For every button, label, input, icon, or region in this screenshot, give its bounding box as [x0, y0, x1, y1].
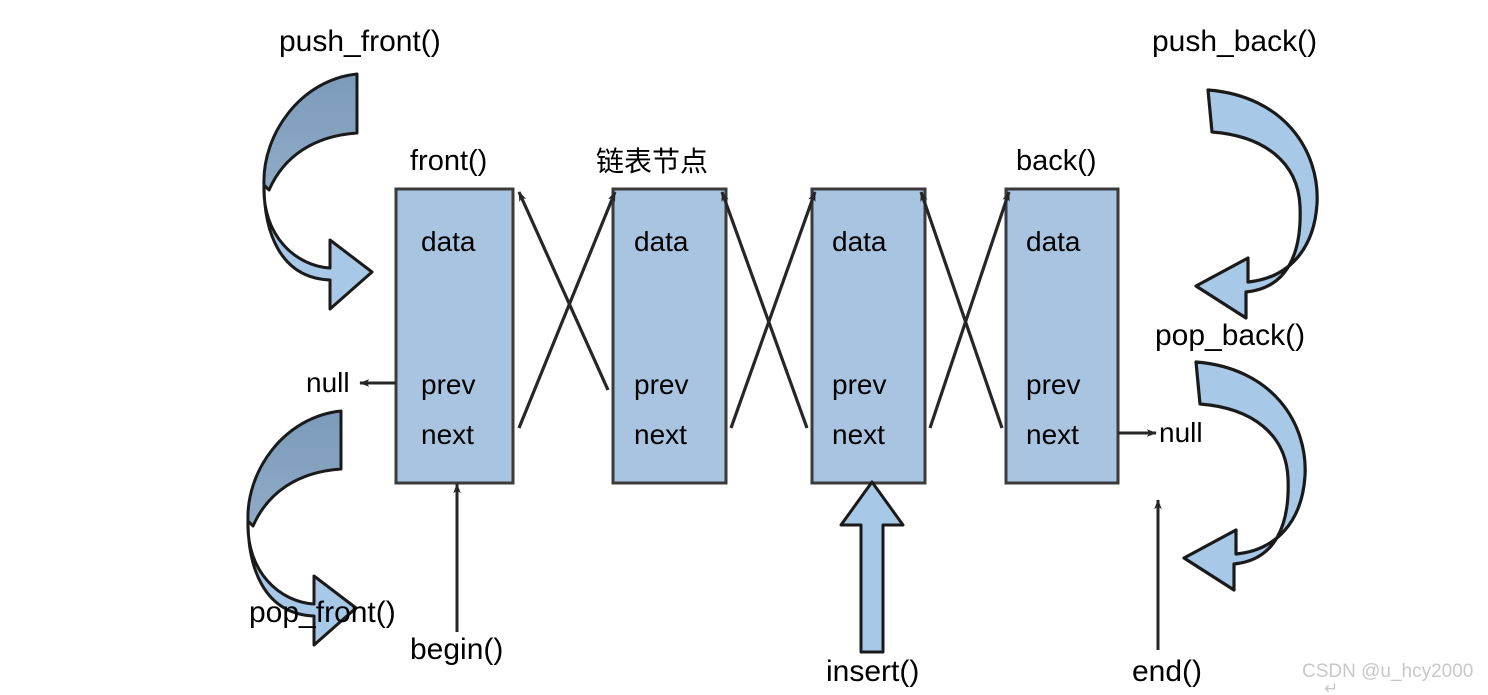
- label-node-1-front: front(): [410, 145, 488, 177]
- node-1-field-data: data: [421, 226, 476, 257]
- link-next-1-2: [517, 191, 617, 429]
- link-next-3-4: [928, 191, 1011, 429]
- label-insert: insert(): [826, 655, 920, 688]
- iterator-arrows: [453, 483, 1162, 650]
- node-1-field-prev: prev: [421, 369, 476, 400]
- link-next-2-3: [729, 191, 817, 429]
- node-2-field-prev: prev: [634, 369, 689, 400]
- label-end: end(): [1132, 655, 1203, 688]
- label-null-left: null: [306, 367, 350, 398]
- label-push-front: push_front(): [279, 25, 441, 58]
- label-pop-back: pop_back(): [1155, 319, 1306, 352]
- node-1-field-next: next: [421, 419, 474, 450]
- node-4-field-next: next: [1026, 419, 1079, 450]
- watermark-return-icon: ↵: [1324, 678, 1339, 695]
- node-4-field-data: data: [1026, 226, 1081, 257]
- null-arrows: [359, 379, 1157, 437]
- node-3-field-prev: prev: [832, 369, 887, 400]
- push-front-arrow-body-light: [262, 183, 374, 311]
- node-2-field-next: next: [634, 419, 687, 450]
- node-2-field-data: data: [634, 226, 689, 257]
- node-box-2: [611, 187, 728, 485]
- node-3-field-next: next: [832, 419, 885, 450]
- push-front-arrow-body-dark: [262, 72, 359, 192]
- pop-front-arrow-body-light: [246, 519, 358, 647]
- label-push-back: push_back(): [1152, 25, 1318, 58]
- label-pop-front: pop_front(): [249, 596, 396, 629]
- link-prev-4-3: [919, 191, 1004, 429]
- label-null-right: null: [1159, 417, 1203, 448]
- link-prev-2-1: [517, 191, 610, 391]
- link-connectors: [517, 191, 1011, 429]
- pop-front-arrow-body-dark: [246, 409, 343, 528]
- node-box-4: [1004, 187, 1120, 485]
- push-back-arrow: [1194, 88, 1319, 320]
- node-box-group: [394, 187, 1120, 485]
- node-box-3: [810, 187, 927, 485]
- node-3-field-data: data: [832, 226, 887, 257]
- pop-front-arrow: [246, 409, 358, 647]
- node-4-field-prev: prev: [1026, 369, 1081, 400]
- label-node-2-chinese: 链表节点: [596, 145, 709, 178]
- link-prev-3-2: [720, 191, 809, 429]
- insert-block-arrow: [839, 480, 905, 654]
- node-box-1: [394, 187, 515, 485]
- csdn-watermark: CSDN @u_hcy2000 ↵: [1302, 662, 1473, 695]
- push-front-arrow: [262, 72, 374, 311]
- pop-back-arrow: [1182, 360, 1307, 592]
- label-node-4-back: back(): [1016, 145, 1097, 177]
- label-begin: begin(): [410, 633, 504, 666]
- watermark-text: CSDN @u_hcy2000: [1302, 661, 1474, 682]
